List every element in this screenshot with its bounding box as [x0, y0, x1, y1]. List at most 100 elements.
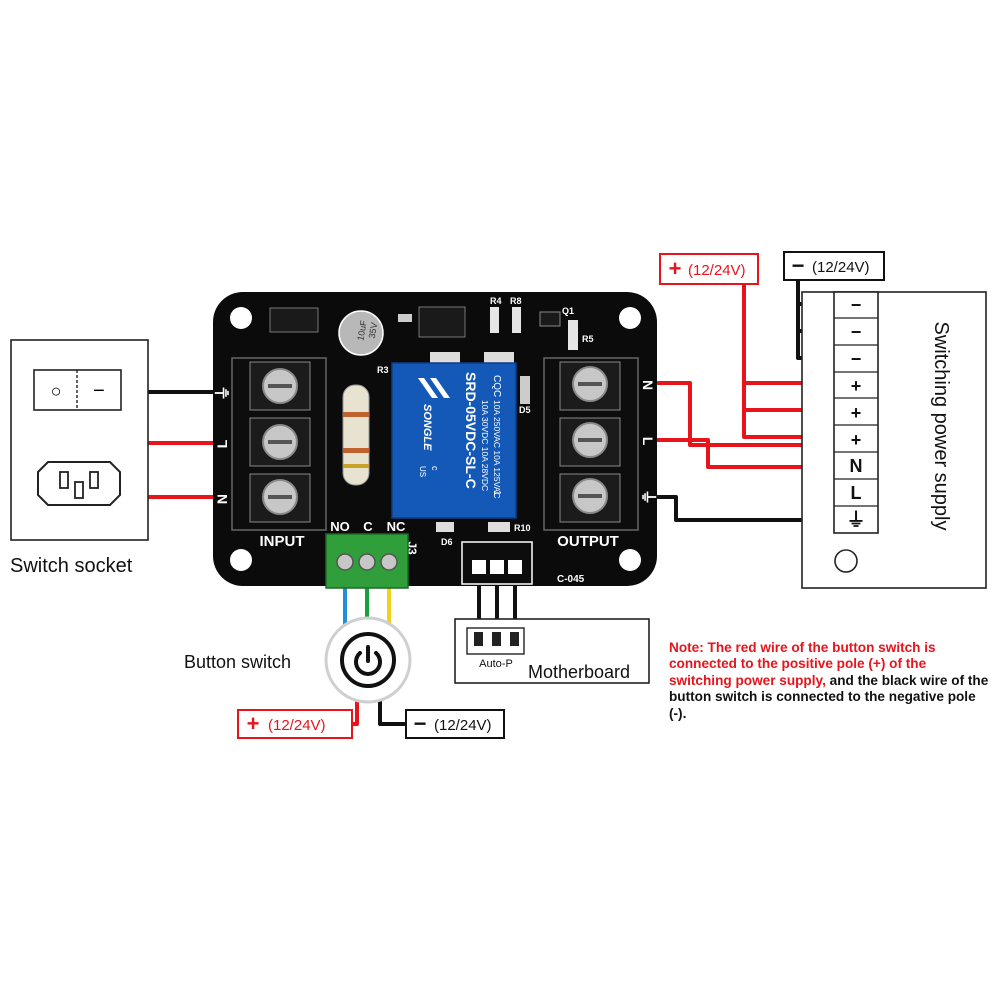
psu-plus-tag-box [659, 253, 759, 285]
psu-terminal-l: L [851, 483, 862, 503]
output-n-label: N [640, 380, 656, 390]
capacitor-voltage: 35V [367, 322, 380, 340]
label-r5: R5 [582, 334, 594, 344]
wiring-note: Note: The red wire of the button switch … [669, 640, 989, 722]
header-pin-2 [490, 560, 504, 574]
output-l-label: L [640, 437, 656, 446]
wire-output-n [656, 381, 836, 447]
button-plus-tag: + (12/24V) [237, 709, 353, 739]
psu-plus-sign: + [669, 256, 682, 281]
button-plus-tag-box [237, 709, 353, 739]
header-pin-3 [508, 560, 522, 574]
iec-pin-l [59, 471, 69, 489]
d5-diode [520, 376, 530, 404]
note-red-part: Note: The red wire of the button switch … [669, 640, 936, 688]
capacitor-value: 10uF [355, 319, 368, 341]
relay-mark-pin: 1 [491, 490, 502, 496]
relay-mark-cqc: CQC [491, 375, 502, 397]
terminal-no-label: NO [330, 519, 350, 534]
psu-terminal-minus-1: − [851, 295, 862, 315]
relay-rating-1: 10A 250VAC 10A 125VAC [492, 400, 502, 498]
psu-adjust-knob [834, 549, 858, 573]
psu-terminal-n: N [850, 456, 863, 476]
psu-terminal-minus-3: − [851, 349, 862, 369]
psu-minus-sign: − [792, 253, 805, 278]
auto-p-label: Auto-P [479, 658, 513, 670]
j3-screw-c [358, 553, 376, 571]
relay-model: SRD-05VDC-SL-C [463, 372, 479, 489]
input-n-label: N [214, 494, 230, 504]
d6-led [436, 522, 454, 532]
mount-hole-br [619, 549, 641, 571]
input-ground-label: ⏚ [214, 385, 232, 401]
terminal-c-label: C [363, 519, 373, 534]
label-d5: D5 [519, 405, 531, 415]
output-ground-label: ⏚ [639, 489, 657, 505]
wire-output-ground [656, 495, 836, 522]
relay-rating-2: 10A 30VDC 10A 28VDC [480, 400, 490, 491]
r4-resistor [490, 307, 499, 333]
button-switch-label: Button switch [184, 652, 291, 672]
psu-terminal-plus-3: + [851, 430, 862, 450]
motherboard-label: Motherboard [528, 662, 630, 682]
label-r4: R4 [490, 296, 502, 306]
smd-part-1 [430, 352, 460, 364]
psu-plus-tag: + (12/24V) [659, 253, 759, 285]
rocker-off-mark: ○ [51, 381, 62, 401]
button-switch [324, 616, 412, 704]
psu-terminal-plus-2: + [851, 403, 862, 423]
r10-resistor [488, 522, 510, 532]
switching-power-supply: − − − + + + N L ⏚ Switching power supply [801, 291, 987, 589]
terminal-nc-label: NC [387, 519, 406, 534]
j3-screw-nc [380, 553, 398, 571]
psu-terminal-minus-2: − [851, 322, 862, 342]
label-q1: Q1 [562, 306, 574, 316]
wire-button-red [350, 690, 359, 726]
input-screws [249, 361, 311, 523]
relay-mark-us: US [418, 466, 427, 477]
button-plus-sign: + [247, 711, 260, 736]
smd-part-2 [484, 352, 514, 364]
auto-p-pin-3 [510, 632, 519, 646]
switch-socket: ○ − [10, 339, 149, 541]
iec-pin-n [89, 471, 99, 489]
label-r10: R10 [514, 523, 531, 533]
relay-pcb: 10uF 35V CQC 10A 250VAC 10A 125VAC 10A 3… [213, 292, 657, 589]
button-minus-tag-box [405, 709, 505, 739]
input-l-label: L [214, 439, 230, 448]
psu-minus-tag-box [783, 251, 885, 281]
rocker-on-mark: − [93, 380, 105, 402]
iec-pin-e [74, 481, 84, 499]
psu-minus-text: (12/24V) [812, 259, 870, 276]
relay-markings: CQC 10A 250VAC 10A 125VAC 10A 30VDC 10A … [418, 372, 502, 498]
songle-logo-icon [418, 378, 450, 398]
mount-hole-tr [619, 307, 641, 329]
relay-brand: SONGLE [421, 404, 433, 451]
smd-resistor [398, 314, 412, 322]
wire-button-black [378, 690, 408, 726]
label-d6: D6 [441, 537, 453, 547]
button-plus-text: (12/24V) [268, 717, 326, 734]
button-minus-sign: − [414, 711, 427, 736]
psu-label: Switching power supply [930, 322, 952, 531]
psu-minus-tag: − (12/24V) [783, 251, 885, 281]
ic-chip [418, 306, 466, 338]
power-resistor [342, 384, 370, 486]
capacitor [338, 310, 384, 356]
psu-terminal-dividers [834, 317, 878, 507]
resistor-band-3 [343, 464, 369, 468]
psu-terminal-strip [833, 291, 879, 534]
psu-plus-text: (12/24V) [688, 262, 746, 279]
button-minus-text: (12/24V) [434, 717, 492, 734]
mount-hole-bl [230, 549, 252, 571]
switch-socket-label: Switch socket [10, 555, 133, 577]
button-minus-tag: − (12/24V) [405, 709, 505, 739]
bridge-rectifier [269, 307, 319, 333]
label-r8: R8 [510, 296, 522, 306]
output-label: OUTPUT [557, 533, 619, 550]
r8-resistor [512, 307, 521, 333]
psu-body [801, 291, 987, 589]
auto-p-pin-1 [474, 632, 483, 646]
j3-screw-no [336, 553, 354, 571]
output-screws [559, 361, 621, 523]
